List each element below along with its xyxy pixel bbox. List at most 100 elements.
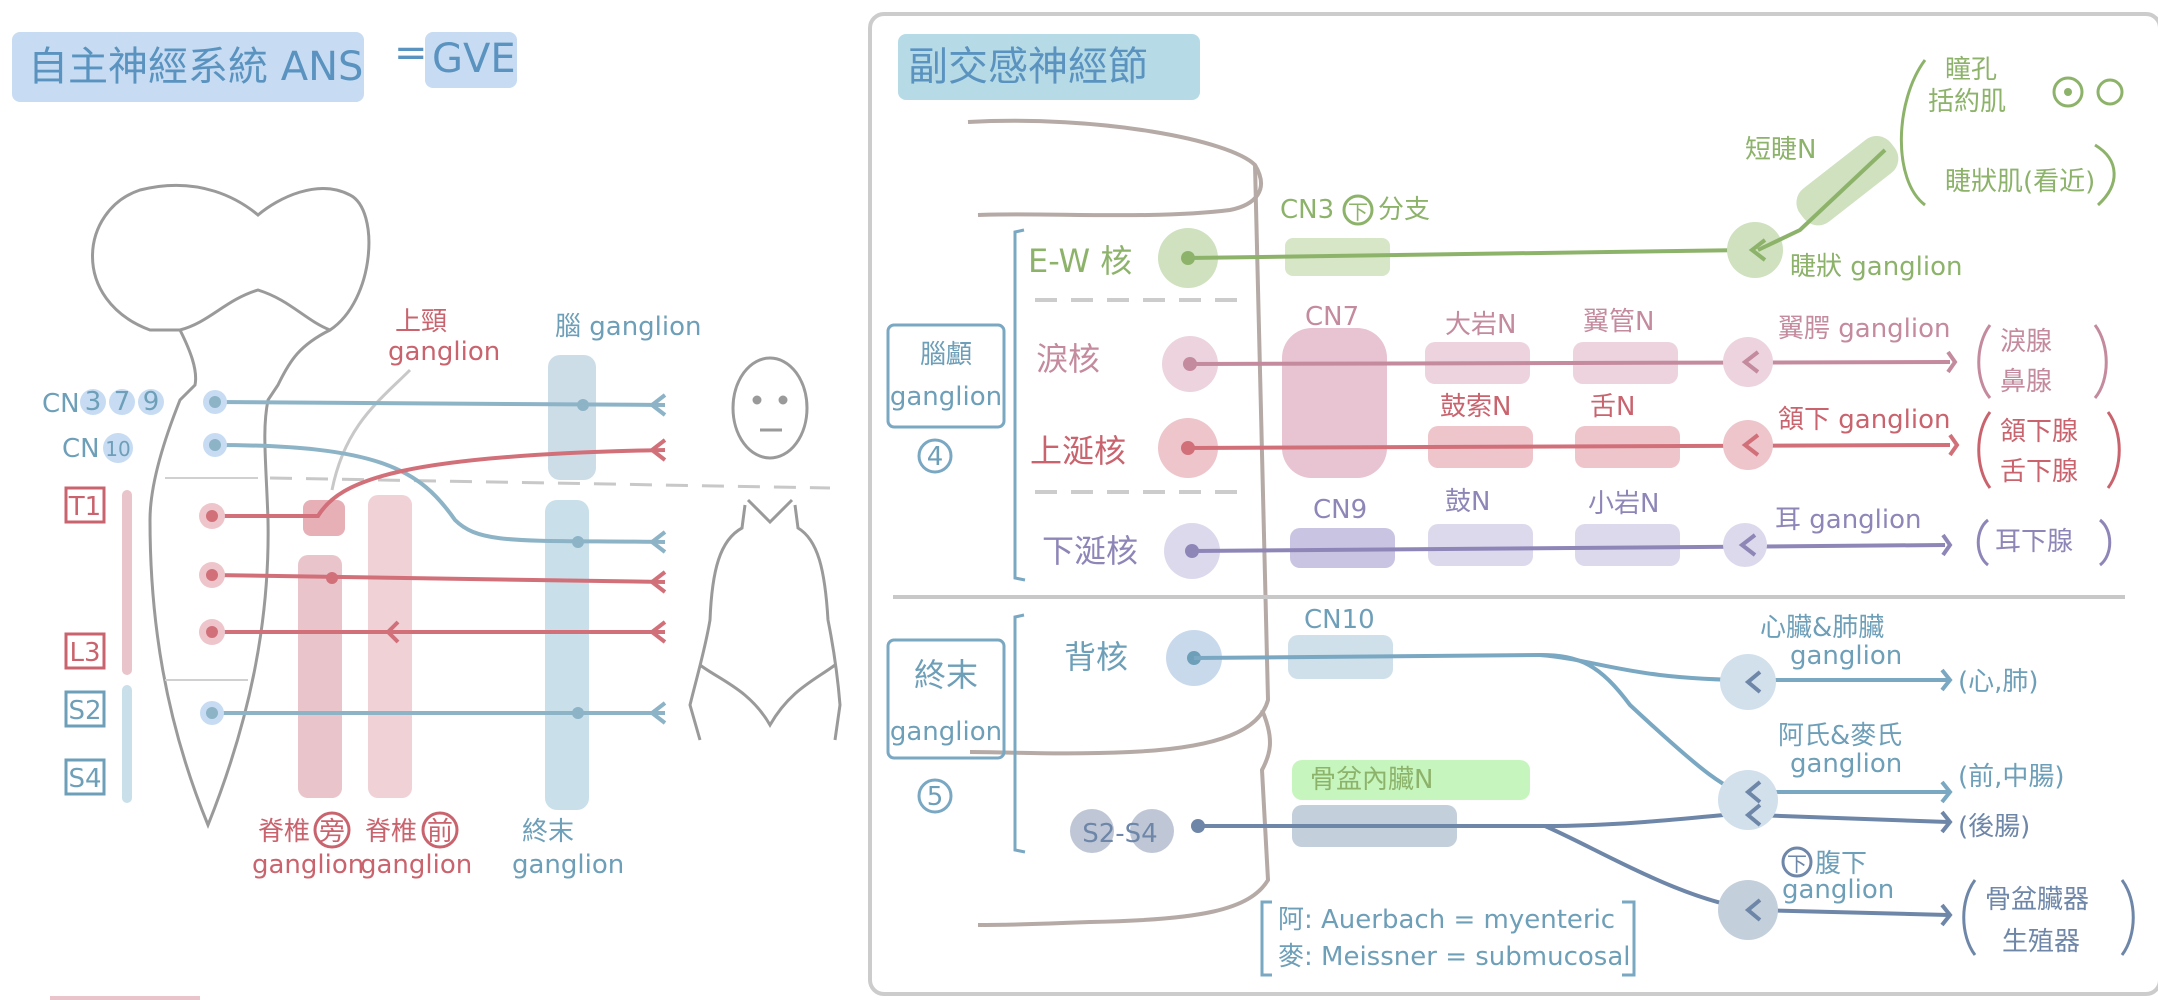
parasympathetic-fibers: [214, 393, 667, 725]
paravertebral-circle: [313, 811, 351, 849]
pelvic-target-1: 骨盆臟器: [1985, 885, 2089, 915]
pterygopalatine-arrow: [1741, 350, 1760, 374]
inf-sal-fiber: [1191, 543, 1946, 553]
s4-box: [64, 758, 106, 796]
hindgut-target: (後腸): [1958, 812, 2030, 842]
note-meissner: 麥: Meissner = submucosal: [1278, 942, 1631, 972]
eye-left: [752, 395, 762, 405]
brain-ganglion-synapse: [577, 399, 589, 411]
cardiac-ganglion-label-2: ganglion: [1790, 641, 1902, 671]
otic-label: 耳 ganglion: [1775, 505, 1922, 535]
pelvic-label: 骨盆內臟N: [1310, 765, 1433, 795]
sup-cervical-node: [303, 500, 345, 536]
submand-target-1: 頷下腺: [2000, 417, 2078, 447]
inf-sal-arrow: [1941, 533, 1953, 557]
terminal-label-1: 終末: [522, 817, 574, 847]
lacrimal-target-2: 鼻腺: [2000, 367, 2052, 397]
pelvic-label-bg: [1292, 760, 1530, 800]
horizontal-dash-divider: [269, 476, 831, 490]
cn9-label: CN9: [1313, 495, 1367, 525]
pelvic-target-2: 生殖器: [2002, 927, 2080, 957]
pelvic-paren-left: [1962, 879, 1977, 956]
terminal-group-num: 5: [927, 782, 944, 812]
cn3-circle: [1342, 194, 1374, 226]
sup-sal-core: [1181, 441, 1195, 455]
enteric-ganglion-dot: [1718, 770, 1778, 830]
t1-nucleus-core: [206, 510, 218, 522]
arrow-1: [648, 393, 667, 417]
ciliary-synapse-arrow: [1748, 238, 1767, 262]
cn3-circled-text: 下: [1348, 200, 1368, 224]
note-bracket-right: [1622, 900, 1636, 977]
lesser-petrosal-box: [1575, 524, 1680, 566]
brainstem-cylinders: [967, 118, 1272, 927]
cn-prefix-1: CN: [42, 389, 80, 419]
right-panel-frame: [868, 12, 2158, 996]
tympanic-box: [1428, 524, 1533, 566]
lacrimal-fiber: [1189, 360, 1951, 366]
terminal-ganglion-column: [545, 500, 589, 810]
cn-row-2: CN 10: [62, 433, 133, 464]
cn-prefix-2: CN: [62, 434, 100, 464]
nucleus-lacrimal-label: 淚核: [1036, 340, 1100, 378]
arrow-2: [648, 530, 667, 554]
brain-ganglion-label: 腦 ganglion: [555, 312, 702, 342]
s4-label: S4: [68, 764, 101, 794]
gve-label: GVE: [432, 36, 516, 82]
red-arrow-2: [648, 570, 667, 594]
thoracic-fiber: [211, 573, 666, 584]
bottom-cylinder: [977, 709, 1272, 927]
cn10-dot: [103, 433, 133, 463]
otic-arrow: [1738, 533, 1757, 557]
enteric-ganglion-label-2: ganglion: [1790, 749, 1902, 779]
s2-dot-bg: [1070, 809, 1114, 853]
nucleus-sacral-label: S2-S4: [1082, 819, 1157, 849]
inf-sal-core: [1185, 544, 1199, 558]
nucleus-superior-salivatory-label: 上涎核: [1030, 432, 1126, 470]
cn3-label: CN3: [1280, 195, 1334, 225]
brain-ganglion-column: [548, 355, 596, 480]
cn3-7-9-fiber: [214, 400, 666, 407]
paravertebral-label-3: ganglion: [252, 850, 364, 880]
arrow-cardiac: [1940, 668, 1953, 692]
nucleus-dorsal-label: 背核: [1064, 638, 1128, 676]
cranial-group-circle: [917, 438, 953, 474]
terminal-synapse-2: [572, 707, 584, 719]
t1-label: T1: [68, 492, 101, 522]
paravertebral-label-1: 脊椎: [258, 817, 310, 847]
prevertebral-column: [368, 495, 412, 798]
sacral-nucleus-core: [206, 707, 218, 719]
terminal-group-2: ganglion: [890, 717, 1002, 747]
terminal-group-box: [886, 638, 1006, 760]
gve-box: [425, 32, 517, 88]
short-ciliary-box: [1796, 136, 1899, 226]
person-figure: [688, 356, 842, 741]
ciliary-muscle-label: 睫狀肌(看近): [1945, 167, 2095, 197]
submand-paren-left: [1977, 411, 1992, 489]
l3-label: L3: [69, 638, 100, 668]
s2-box: [64, 690, 106, 728]
s2-label: S2: [68, 696, 101, 726]
sup-cervical-label-1: 上頸: [395, 307, 447, 337]
body-outline: [688, 498, 842, 741]
cranial-fibers: [1187, 248, 1960, 557]
cardiac-target: (心,肺): [1958, 667, 2039, 697]
prevertebral-circle: [421, 811, 459, 849]
pelvic-paren-right: [2120, 879, 2135, 956]
cn7-dot: [109, 389, 135, 415]
arrow-hindgut: [1940, 810, 1953, 834]
para-synapse: [326, 572, 338, 584]
cn-row-1: CN 3 7 9: [42, 387, 164, 419]
paravertebral-column: [298, 555, 342, 798]
hypogastric-circled: 下: [1787, 852, 1807, 876]
terminal-group-1: 終末: [914, 656, 978, 694]
head-outline: [731, 356, 809, 460]
equals-sign: =: [394, 30, 428, 76]
cn7-num: 7: [114, 387, 131, 417]
parotid-paren-left: [1976, 518, 1990, 567]
chorda-label: 鼓索N: [1440, 392, 1511, 422]
sup-cervical-label-2: ganglion: [388, 337, 500, 367]
cn3-suffix: 分支: [1378, 195, 1430, 225]
ciliary-target-paren-right: [2094, 143, 2116, 207]
dorsal-to-cardiac: [1539, 653, 1756, 682]
